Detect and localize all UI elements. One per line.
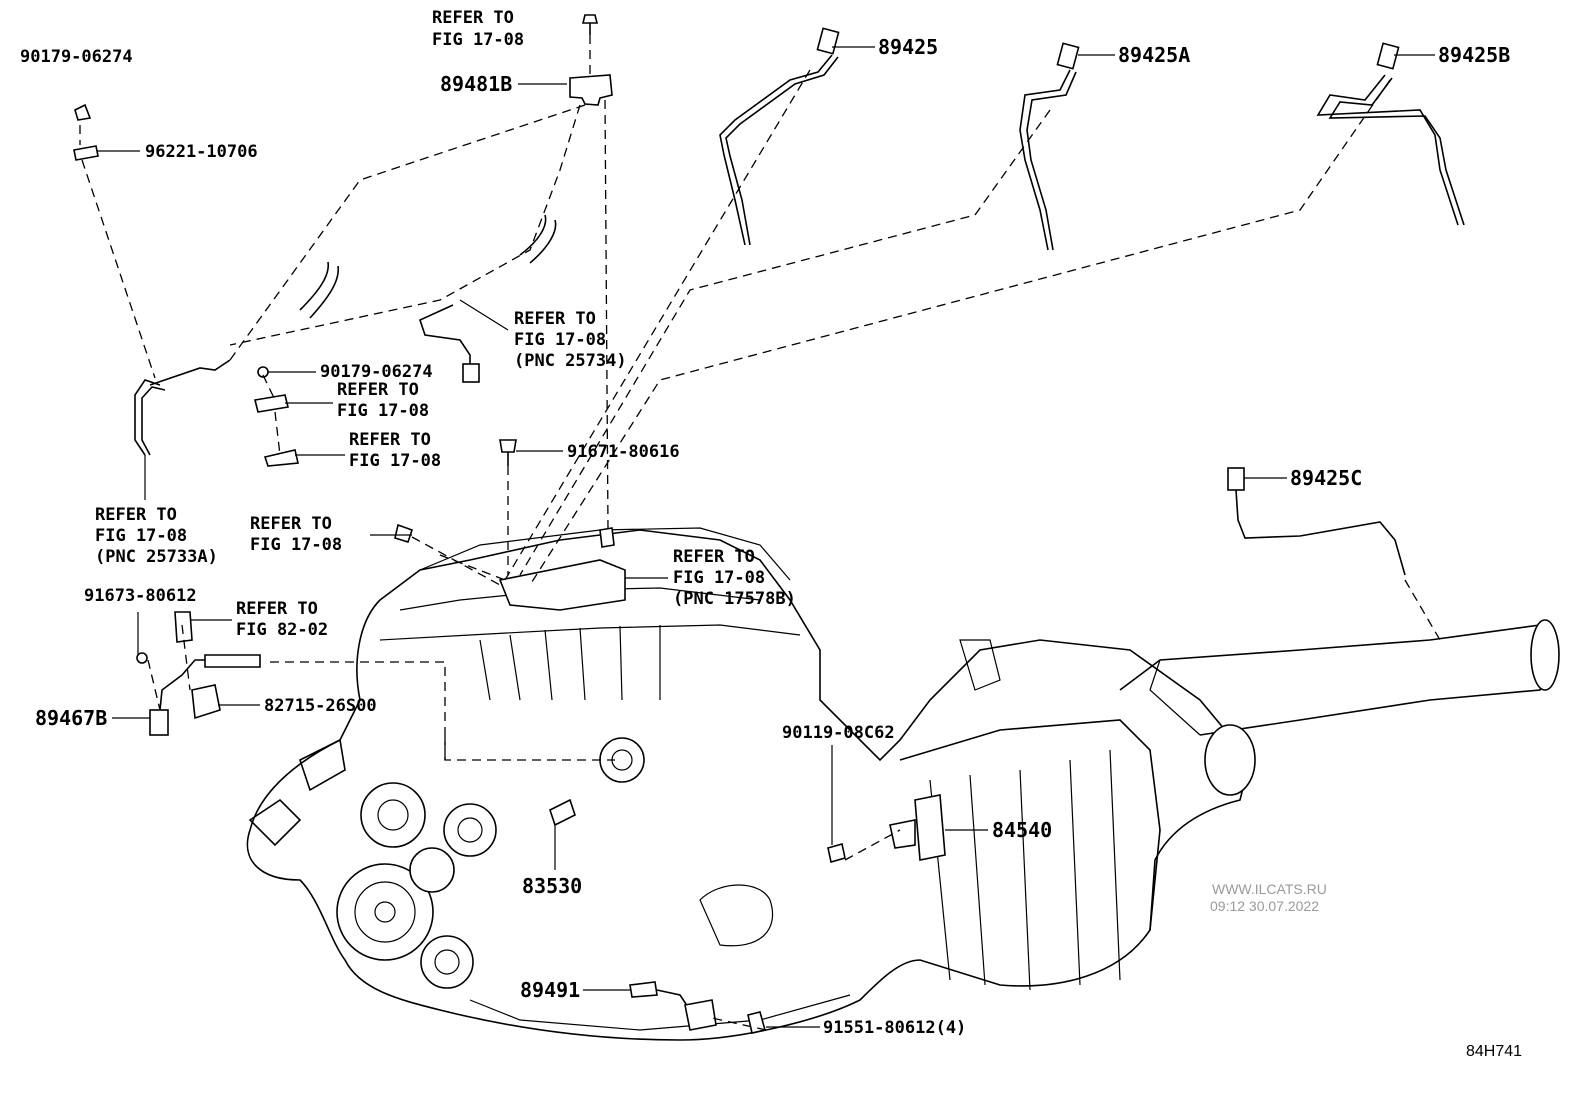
label-91671-80616[interactable]: 91671-80616	[567, 442, 680, 462]
refer-mid-b-line2[interactable]: FIG 17-08	[349, 451, 441, 471]
refer-left-line1[interactable]: REFER TO	[250, 514, 332, 534]
part-labels: 90179-06274 96221-10706 REFER TO FIG 17-…	[20, 8, 1510, 1038]
refer-fig82-line1[interactable]: REFER TO	[236, 599, 318, 619]
assembly-dashed-lines	[79, 35, 1391, 1031]
label-90119-08c62[interactable]: 90119-08C62	[782, 723, 895, 743]
leader-lines	[97, 46, 1435, 1028]
refer-pnc25734-line2[interactable]: FIG 17-08	[514, 330, 606, 350]
label-89425c[interactable]: 89425C	[1290, 466, 1362, 490]
refer-left-line2[interactable]: FIG 17-08	[250, 535, 342, 555]
label-96221-10706[interactable]: 96221-10706	[145, 142, 258, 162]
refer-fig82-line2[interactable]: FIG 82-02	[236, 620, 328, 640]
refer-pnc25733a-line2[interactable]: FIG 17-08	[95, 526, 187, 546]
label-89467b[interactable]: 89467B	[35, 706, 107, 730]
label-89425b[interactable]: 89425B	[1438, 43, 1510, 67]
label-89425a[interactable]: 89425A	[1118, 43, 1190, 67]
refer-pnc25734-line1[interactable]: REFER TO	[514, 309, 596, 329]
label-84540[interactable]: 84540	[992, 818, 1052, 842]
refer-pnc25733a-line1[interactable]: REFER TO	[95, 505, 177, 525]
label-90179-06274-top[interactable]: 90179-06274	[20, 47, 133, 67]
diagram-code: 84H741	[1466, 1043, 1522, 1060]
label-91673-80612[interactable]: 91673-80612	[84, 586, 197, 606]
label-91551-80612[interactable]: 91551-80612(4)	[823, 1018, 966, 1038]
watermark-site: WWW.ILCATS.RU	[1212, 881, 1327, 897]
refer-mid-a-line1[interactable]: REFER TO	[337, 380, 419, 400]
refer-pnc17578b-line1[interactable]: REFER TO	[673, 547, 755, 567]
label-89481b[interactable]: 89481B	[440, 72, 512, 96]
label-82715-26s00[interactable]: 82715-26S00	[264, 696, 377, 716]
label-90179-06274-mid[interactable]: 90179-06274	[320, 362, 433, 382]
refer-pnc17578b-line3[interactable]: (PNC 17578B)	[673, 589, 796, 609]
label-89425[interactable]: 89425	[878, 35, 938, 59]
refer-pnc25734-line3[interactable]: (PNC 25734)	[514, 351, 627, 371]
label-89491[interactable]: 89491	[520, 978, 580, 1002]
engine-transmission-illustration	[246, 527, 1560, 1041]
watermark-timestamp: 09:12 30.07.2022	[1210, 898, 1319, 914]
refer-mid-a-line2[interactable]: FIG 17-08	[337, 401, 429, 421]
watermark: WWW.ILCATS.RU 09:12 30.07.2022	[1210, 881, 1327, 914]
refer-top-line1[interactable]: REFER TO	[432, 8, 514, 28]
label-83530[interactable]: 83530	[522, 874, 582, 898]
refer-mid-b-line1[interactable]: REFER TO	[349, 430, 431, 450]
refer-top-line2[interactable]: FIG 17-08	[432, 30, 524, 50]
refer-pnc25733a-line3[interactable]: (PNC 25733A)	[95, 547, 218, 567]
refer-pnc17578b-line2[interactable]: FIG 17-08	[673, 568, 765, 588]
